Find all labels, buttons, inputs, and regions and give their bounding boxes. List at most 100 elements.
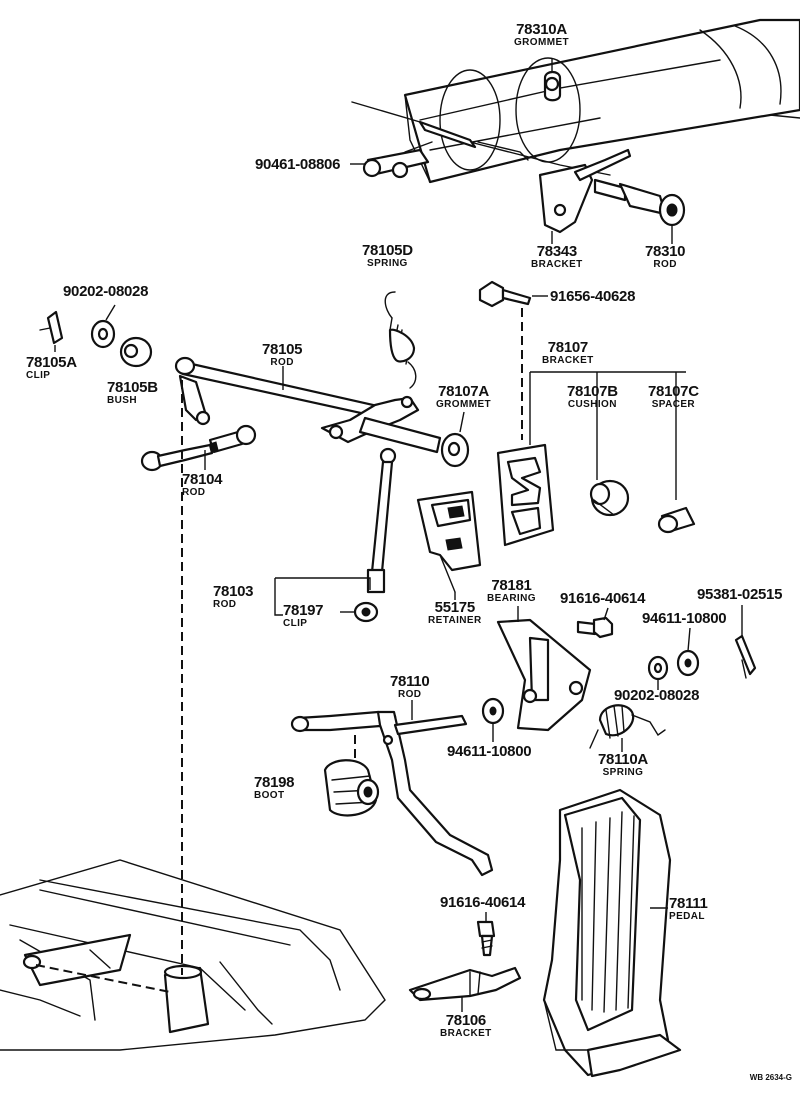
washer-94611b-drawing: [481, 697, 505, 725]
callout-78105D: 78105D SPRING: [362, 243, 413, 269]
part-number: 78106: [445, 1012, 487, 1029]
bracket-78106-drawing: [408, 966, 522, 1002]
bearing-78181-drawing: [496, 618, 592, 732]
callout-78104: 78104 ROD: [182, 471, 223, 498]
part-number: 91616-40614: [560, 590, 646, 607]
part-number: 95381-02515: [697, 586, 783, 603]
part-number: 78310A: [516, 21, 567, 38]
part-number: 91656-40628: [550, 288, 636, 305]
part-name: SPRING: [602, 767, 644, 778]
bolt-91656-drawing: [478, 280, 532, 308]
callout-78111: 78111 PEDAL: [669, 896, 708, 922]
part-name: ROD: [213, 599, 237, 610]
part-number: 78198: [254, 774, 295, 791]
part-name: ROD: [270, 357, 294, 368]
callout-78105A: 78105A CLIP: [26, 355, 77, 381]
part-name: ROD: [397, 689, 422, 700]
callout-91616-40614-upper: 91616-40614: [560, 591, 645, 606]
part-name: RETAINER: [428, 615, 482, 626]
part-name: CUSHION: [567, 399, 617, 410]
part-number: 78197: [283, 602, 324, 619]
part-name: BRACKET: [542, 355, 594, 366]
part-name: CLIP: [26, 370, 51, 381]
callout-78106: 78106 BRACKET: [440, 1013, 492, 1039]
part-number: 78110: [390, 673, 430, 690]
callout-78110A: 78110A SPRING: [598, 752, 648, 778]
part-number: 78343: [536, 243, 578, 260]
callout-90202-08028-upper: 90202-08028: [63, 284, 148, 299]
part-name: BRACKET: [440, 1028, 492, 1039]
part-name: GROMMET: [514, 37, 570, 48]
rod-78103-drawing: [366, 447, 397, 594]
floor-panel-drawing: [0, 859, 386, 1051]
bolt-91616a-drawing: [576, 616, 614, 639]
part-name: ROD: [182, 487, 206, 498]
part-name: BUSH: [107, 395, 137, 406]
part-number: 78105D: [362, 242, 413, 259]
part-name: PEDAL: [669, 911, 705, 922]
callout-78107: 78107 BRACKET: [542, 340, 594, 366]
part-name: GROMMET: [436, 399, 492, 410]
dashboard-panel-drawing: [403, 18, 800, 184]
spring-78110A-drawing: [589, 704, 666, 749]
boot-78198-drawing: [323, 759, 380, 817]
part-name: BRACKET: [531, 259, 583, 270]
callout-78103: 78103 ROD: [213, 583, 254, 610]
part-number: 94611-10800: [642, 610, 727, 627]
clip-78105A-drawing: [39, 310, 64, 345]
callout-91656-40628: 91656-40628: [550, 289, 635, 304]
callout-78107B: 78107B CUSHION: [567, 384, 618, 410]
cushion-78107B-drawing: [589, 479, 630, 517]
callout-94611-10800-right: 94611-10800: [642, 610, 727, 627]
callout-94611-10800-middle: 94611-10800: [447, 744, 532, 759]
washer-94611a-drawing: [676, 649, 700, 677]
spacer-78107C-drawing: [657, 506, 696, 534]
part-number: 78110A: [598, 751, 648, 768]
part-number: 78105A: [26, 354, 77, 371]
part-number: 78107A: [438, 383, 489, 400]
clamp-drawing: [362, 141, 433, 179]
spring-78105D-drawing: [384, 291, 417, 389]
callout-78110: 78110 ROD: [390, 673, 430, 700]
bolt-91616b-drawing: [476, 920, 496, 957]
rod-78110-drawing: [290, 710, 494, 877]
part-number: 78310: [645, 243, 686, 260]
callout-78107C: 78107C SPACER: [648, 384, 699, 410]
part-number: 78111: [669, 895, 708, 912]
part-number: 90461-08806: [255, 156, 341, 173]
part-number: 55175: [434, 599, 476, 616]
cotter-pin-95381-drawing: [734, 634, 757, 679]
part-name: ROD: [653, 259, 677, 270]
part-number: 78107B: [567, 383, 618, 400]
pedal-78111-drawing: [542, 788, 682, 1078]
callout-95381-02515: 95381-02515: [697, 587, 782, 602]
part-name: SPRING: [367, 258, 408, 269]
callout-90202-08028-lower: 90202-08028: [614, 688, 699, 703]
callout-78107A: 78107A GROMMET: [436, 384, 491, 410]
part-number: 78105: [262, 341, 303, 358]
bracket-78107-drawing: [496, 443, 555, 547]
retainer-55175-drawing: [416, 490, 482, 593]
rod-78105-drawing: [174, 356, 442, 454]
rod-78104-drawing: [140, 424, 257, 472]
callout-78198: 78198 BOOT: [254, 774, 295, 801]
part-number: 78103: [213, 583, 254, 600]
drawing-code: WB 2634-G: [749, 1073, 792, 1082]
bracket-78343-drawing: [538, 148, 632, 234]
part-number: 78181: [491, 577, 532, 594]
part-number: 78104: [182, 471, 223, 488]
part-number: 78105B: [107, 379, 158, 396]
callout-78105: 78105 ROD: [262, 341, 303, 368]
washer-90202a-drawing: [90, 319, 116, 349]
callout-91616-40614-lower: 91616-40614: [440, 895, 525, 910]
callout-78105B: 78105B BUSH: [107, 380, 158, 406]
part-number: 91616-40614: [440, 894, 526, 911]
part-number: 90202-08028: [63, 283, 149, 300]
callout-78181: 78181 BEARING: [487, 578, 536, 604]
callout-55175: 55175 RETAINER: [428, 600, 482, 626]
part-number: 78107C: [648, 383, 699, 400]
callout-78343: 78343 BRACKET: [531, 244, 583, 270]
clip-78197-drawing: [353, 601, 379, 623]
part-number: 78107: [547, 339, 589, 356]
part-name: SPACER: [651, 399, 696, 410]
